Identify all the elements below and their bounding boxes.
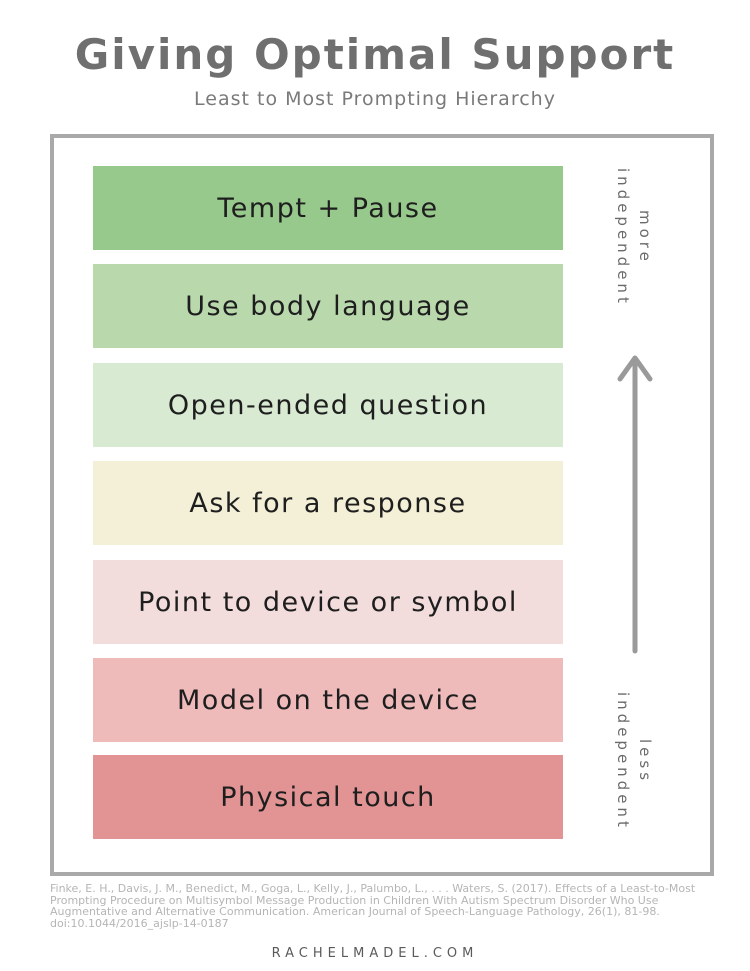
- page-subtitle: Least to Most Prompting Hierarchy: [194, 88, 556, 110]
- less-label-line2: independent: [614, 692, 632, 831]
- hierarchy-frame: [50, 134, 714, 876]
- citation-text: Finke, E. H., Davis, J. M., Benedict, M.…: [50, 882, 696, 930]
- level-tempt-pause: Tempt + Pause: [93, 166, 563, 250]
- level-open-ended-question: Open-ended question: [93, 363, 563, 447]
- level-ask-for-response: Ask for a response: [93, 461, 563, 545]
- footer-website: RACHELMADEL.COM: [271, 946, 479, 961]
- level-physical-touch: Physical touch: [93, 755, 563, 839]
- level-point-to-device: Point to device or symbol: [93, 560, 563, 644]
- more-label-line2: independent: [614, 168, 632, 307]
- up-arrow-icon: [617, 355, 653, 654]
- page-title: Giving Optimal Support: [74, 30, 676, 79]
- more-label-line1: more: [636, 209, 654, 265]
- less-label-line1: less: [636, 738, 654, 784]
- level-use-body-language: Use body language: [93, 264, 563, 348]
- level-model-on-device: Model on the device: [93, 658, 563, 742]
